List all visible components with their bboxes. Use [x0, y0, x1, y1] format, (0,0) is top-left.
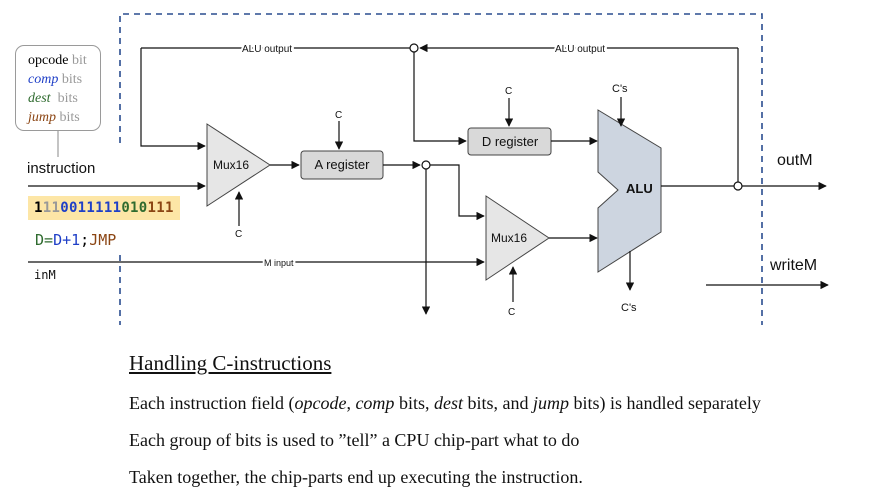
- mux16-top-label: Mux16: [213, 158, 249, 172]
- writeM-label: writeM: [770, 257, 818, 274]
- instruction-binary: 1110011111010111: [28, 196, 180, 220]
- section-heading: Handling C-instructions: [129, 351, 332, 375]
- asm-semi: ;: [80, 231, 90, 249]
- junction-top: [409, 43, 419, 53]
- asm-dest: D: [35, 231, 45, 249]
- paragraph-line-2: Each group of bits is used to ”tell” a C…: [129, 430, 580, 450]
- mux16-bottom: [485, 195, 550, 281]
- cs-bottom-label: C's: [621, 302, 637, 314]
- junction-a: [421, 160, 431, 170]
- paragraph-line-1: Each instruction field (opcode, comp bit…: [129, 393, 761, 413]
- m-input-label: M input: [264, 258, 294, 268]
- outM-label: outM: [777, 152, 813, 169]
- c-label-3: C: [505, 86, 512, 97]
- mux16-top: [206, 123, 271, 207]
- alu-output-right-label: ALU output: [555, 44, 605, 55]
- cs-top-label: C's: [612, 83, 628, 95]
- asm-jump: JMP: [89, 231, 117, 249]
- cpu-boundary: [119, 13, 763, 325]
- legend-opcode: opcode bit: [28, 53, 87, 68]
- alu-label: ALU: [626, 181, 653, 196]
- inM-label: inM: [34, 268, 56, 282]
- c-label-1: C: [235, 229, 242, 240]
- bit-field-legend: opcode bit comp bits dest bits jump bits: [15, 45, 101, 131]
- alu: [597, 109, 662, 273]
- alu-output-to-mux: [140, 48, 206, 151]
- legend-comp: comp bits: [28, 72, 83, 87]
- bits-dest: 010: [121, 200, 148, 216]
- bits-comp: 011111: [68, 200, 122, 216]
- mux16-bottom-label: Mux16: [491, 231, 527, 245]
- instruction-assembly: D=D+1;JMP: [35, 230, 116, 250]
- legend-jump: jump bits: [28, 110, 80, 125]
- d-register-label: D register: [482, 134, 539, 149]
- asm-comp: D+1: [53, 231, 81, 249]
- instruction-label: instruction: [27, 160, 96, 177]
- paragraph-line-3: Taken together, the chip-parts end up ex…: [129, 467, 583, 487]
- cpu-diagram: M input ALU output ALU output Mux16 C A …: [28, 13, 829, 325]
- c-label-4: C: [508, 307, 515, 318]
- bits-unused: 11: [42, 200, 61, 216]
- junction-out: [733, 181, 743, 191]
- wire-to-d-register: [413, 52, 467, 146]
- a-register-label: A register: [315, 157, 371, 172]
- c-label-2: C: [335, 110, 342, 121]
- alu-output-left-label: ALU output: [242, 44, 292, 55]
- legend-dest: dest bits: [28, 91, 78, 106]
- bits-opcode: 1: [34, 200, 43, 216]
- bits-a: 0: [60, 200, 69, 216]
- a-to-mux-bottom: [430, 164, 485, 221]
- bits-jump: 111: [147, 200, 174, 216]
- asm-eq: =: [44, 231, 54, 249]
